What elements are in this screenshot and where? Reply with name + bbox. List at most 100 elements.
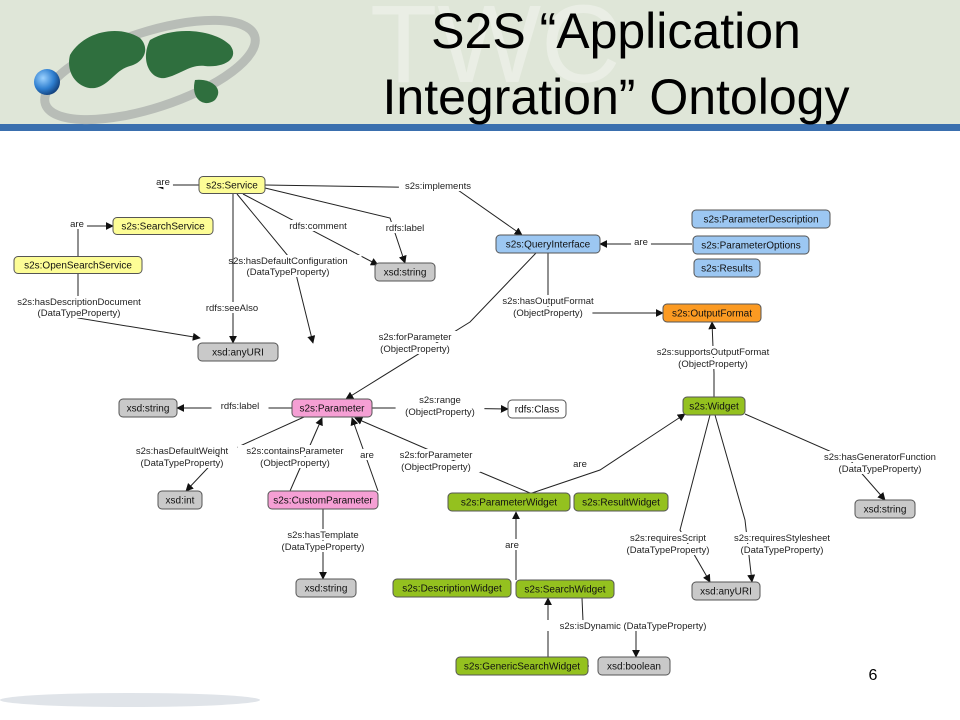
- edge-searchservice-to-service: are: [153, 176, 199, 190]
- node-paramwidget: s2s:ParameterWidget: [447, 492, 571, 512]
- node-box: [13, 256, 143, 274]
- node-label: xsd:string: [127, 404, 170, 415]
- edge-label-bg: [732, 544, 832, 555]
- edge-label-bg: [414, 394, 466, 405]
- node-box: [662, 303, 762, 323]
- node-box: [374, 262, 436, 282]
- edge-parameter-to-xsdint: s2s:hasDefaultWeight(DataTypeProperty): [127, 416, 305, 492]
- edge-label-bg: [668, 358, 758, 369]
- edge-label: (DataTypeProperty): [247, 267, 330, 278]
- node-box: [682, 396, 746, 416]
- node-genericsearch: s2s:GenericSearchWidget: [455, 656, 589, 676]
- edge-label: (ObjectProperty): [678, 359, 748, 370]
- node-box: [495, 234, 601, 254]
- header-rule: [0, 124, 960, 131]
- edge-label-bg: [495, 295, 601, 306]
- edge-label-bg: [250, 457, 340, 468]
- node-label: s2s:OpenSearchService: [24, 261, 132, 272]
- edge-label: are: [505, 540, 519, 551]
- node-box: [573, 492, 669, 512]
- node-box: [157, 490, 203, 510]
- node-customparam: s2s:CustomParameter: [267, 490, 379, 510]
- edge-label: s2s:forParameter: [400, 450, 473, 461]
- edge-label: rdfs:comment: [289, 221, 347, 232]
- node-box: [691, 209, 831, 229]
- node-paramdesc: s2s:ParameterDescription: [691, 209, 831, 229]
- node-results: s2s:Results: [693, 258, 761, 278]
- edge-label: (DataTypeProperty): [627, 545, 710, 556]
- node-label: s2s:QueryInterface: [506, 240, 591, 251]
- edge-label: s2s:implements: [405, 181, 471, 192]
- edge-label: s2s:isDynamic (DataTypeProperty): [560, 621, 707, 632]
- node-box: [515, 579, 615, 599]
- edge-label-bg: [391, 461, 481, 472]
- edge-service-to-xsdstring1: rdfs:comment: [242, 193, 379, 266]
- node-widget: s2s:Widget: [682, 396, 746, 416]
- node-label: s2s:ParameterOptions: [701, 241, 801, 252]
- node-box: [295, 578, 357, 598]
- edge-label: (DataTypeProperty): [741, 545, 824, 556]
- node-label: s2s:DescriptionWidget: [402, 584, 502, 595]
- node-xsdstring2: xsd:string: [118, 398, 178, 418]
- edge-label-bg: [281, 529, 365, 540]
- node-label: xsd:int: [166, 496, 195, 507]
- edge-label-bg: [830, 463, 930, 474]
- node-label: s2s:OutputFormat: [672, 309, 752, 320]
- edge-line: [77, 222, 114, 257]
- edge-label-bg: [273, 541, 373, 552]
- edge-line: [264, 187, 407, 264]
- edge-label: s2s:requiresScript: [630, 533, 706, 544]
- edge-label: are: [156, 177, 170, 188]
- edge-line: [345, 252, 537, 400]
- edge-label: are: [360, 450, 374, 461]
- node-label: xsd:anyURI: [700, 587, 752, 598]
- edge-service-to-xsdanyuri1: s2s:hasDefaultConfiguration(DataTypeProp…: [214, 193, 362, 344]
- edge-paramdesc-to-queryinterface: are: [599, 236, 692, 248]
- edge-label-bg: [398, 180, 478, 191]
- edge-label: s2s:hasDefaultWeight: [136, 446, 229, 457]
- node-label: xsd:anyURI: [212, 348, 264, 359]
- edge-label-bg: [237, 445, 353, 456]
- edge-queryinterface-to-outputformat: s2s:hasOutputFormat(ObjectProperty): [495, 253, 664, 319]
- node-label: s2s:SearchWidget: [524, 585, 605, 596]
- edge-label: (DataTypeProperty): [38, 308, 121, 319]
- edge-searchwidget-to-xsdboolean: s2s:isDynamic (DataTypeProperty): [543, 597, 723, 658]
- node-box: [197, 342, 279, 362]
- edge-label-bg: [370, 331, 460, 342]
- node-label: s2s:ParameterWidget: [461, 498, 557, 509]
- node-xsdint: xsd:int: [157, 490, 203, 510]
- edge-service-to-xsdstring1: rdfs:label: [264, 187, 434, 264]
- node-label: s2s:ResultWidget: [582, 498, 660, 509]
- edge-label: s2s:hasTemplate: [287, 530, 358, 541]
- node-box: [291, 398, 373, 418]
- node-label: s2s:CustomParameter: [273, 496, 373, 507]
- node-box: [597, 656, 671, 676]
- edge-label-bg: [391, 449, 481, 460]
- slide-title-line-2: Integration” Ontology: [383, 69, 850, 125]
- edge-label-bg: [631, 236, 651, 247]
- edge-label: (DataTypeProperty): [141, 458, 224, 469]
- edge-label: s2s:hasOutputFormat: [502, 296, 594, 307]
- node-label: s2s:Parameter: [299, 404, 365, 415]
- edge-widget-to-outputformat: s2s:supportsOutputFormat(ObjectProperty): [647, 321, 779, 397]
- node-searchservice: s2s:SearchService: [112, 217, 214, 235]
- edge-opensearch-to-searchservice: are: [67, 218, 114, 257]
- node-box: [692, 235, 810, 255]
- node-box: [854, 499, 916, 519]
- node-label: s2s:Widget: [689, 402, 739, 413]
- edge-label-bg: [67, 218, 87, 229]
- edge-widget-to-xsdanyuri2: s2s:requiresStylesheet(DataTypeProperty): [714, 414, 843, 583]
- edge-customparam-to-parameter: s2s:containsParameter(ObjectProperty): [237, 417, 353, 492]
- slide-title-line-1: S2S “Application: [431, 3, 801, 59]
- edge-line: [708, 321, 717, 397]
- edge-label: s2s:hasGeneratorFunction: [824, 452, 936, 463]
- edge-label: (ObjectProperty): [380, 344, 450, 355]
- watermark-text: TWC: [370, 0, 620, 106]
- edge-label: s2s:requiresStylesheet: [734, 533, 830, 544]
- edge-customparam-to-xsdstring4: s2s:hasTemplate(DataTypeProperty): [273, 509, 373, 580]
- node-service: s2s:Service: [198, 176, 266, 194]
- node-resultwidget: s2s:ResultWidget: [573, 492, 669, 512]
- edge-paramwidget-to-widget: are: [531, 413, 686, 494]
- page-number: 6: [869, 667, 878, 684]
